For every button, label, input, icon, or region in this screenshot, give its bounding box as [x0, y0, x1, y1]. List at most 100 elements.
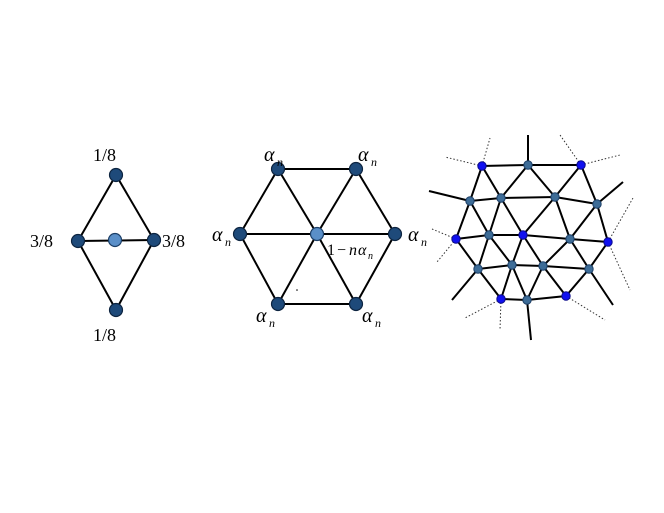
edge-top-right — [115, 174, 155, 241]
svg-text:n: n — [371, 155, 377, 169]
mesh-edge — [511, 234, 524, 266]
vertex-bottom — [108, 302, 124, 318]
spoke-2 — [316, 168, 357, 235]
svg-text:n: n — [421, 235, 427, 249]
tail — [565, 295, 606, 321]
svg-text:α: α — [212, 224, 223, 246]
mesh-edge — [477, 234, 490, 270]
mesh-edge — [527, 164, 556, 198]
tail — [481, 137, 491, 167]
svg-text:α: α — [362, 305, 373, 327]
vertex-right — [146, 232, 162, 248]
spike — [451, 268, 479, 301]
edge-bottom-left — [77, 240, 117, 311]
tail — [464, 298, 502, 319]
alpha-label-top-left: α n — [264, 144, 283, 169]
mesh-vertex-original — [576, 160, 586, 170]
mesh-edge — [477, 264, 513, 270]
svg-text:α: α — [358, 144, 369, 166]
tail — [559, 134, 582, 166]
alpha-label-bottom-right: α n — [362, 305, 381, 330]
mesh-edge — [500, 197, 524, 236]
svg-text:1: 1 — [327, 242, 335, 259]
vertex-left — [70, 233, 86, 249]
alpha-label-top-right: α n — [358, 144, 377, 169]
mesh-edge — [569, 238, 609, 243]
center-vertex — [309, 226, 325, 242]
mesh-edge — [469, 200, 490, 236]
tail — [499, 298, 502, 331]
mesh-vertex-new — [484, 230, 494, 240]
mesh-vertex-new — [523, 160, 533, 170]
mesh-vertex-new — [584, 264, 594, 274]
svg-text:α: α — [264, 144, 275, 166]
mesh-vertex-new — [507, 260, 517, 270]
alpha-label-right: α n — [408, 224, 427, 249]
svg-text:n: n — [375, 316, 381, 330]
spoke-5 — [277, 233, 318, 305]
subdivided-mesh-diagram — [428, 134, 634, 341]
vertex-top — [108, 167, 124, 183]
mesh-edge — [522, 234, 544, 267]
spike — [526, 299, 532, 341]
mesh-vertex-original — [477, 161, 487, 171]
mesh-vertex-original — [451, 234, 461, 244]
tail — [436, 238, 457, 263]
mesh-edge — [554, 164, 582, 198]
svg-text:n: n — [277, 155, 283, 169]
spike — [596, 181, 624, 205]
mesh-edge — [500, 264, 513, 300]
mesh-edge — [500, 164, 529, 199]
weight-top: 1/8 — [93, 145, 116, 165]
svg-text:n: n — [368, 251, 373, 262]
mesh-vertex-original — [496, 294, 506, 304]
mesh-edge — [522, 196, 556, 236]
mesh-vertex-new — [465, 196, 475, 206]
mesh-vertex-new — [473, 264, 483, 274]
mesh-edge — [569, 238, 590, 270]
spoke-1 — [277, 168, 318, 235]
edge-bottom-right — [115, 239, 155, 311]
spoke-4 — [316, 233, 357, 305]
outer-ring — [454, 164, 610, 302]
mesh-edge — [526, 265, 544, 301]
neighbor-vertex-3 — [387, 226, 403, 242]
spike — [588, 268, 614, 306]
tail — [607, 197, 634, 243]
outer-spikes — [428, 135, 624, 341]
mesh-edge — [542, 265, 590, 270]
mesh-edge — [481, 165, 502, 199]
alpha-label-bottom-left: α n — [256, 305, 275, 330]
neighbor-vertex-5 — [270, 296, 286, 312]
svg-text:α: α — [408, 224, 419, 246]
mesh-vertex-new — [592, 199, 602, 209]
mesh-vertex-original — [603, 237, 613, 247]
weight-bottom: 1/8 — [93, 325, 116, 345]
neighbor-vertex-6 — [232, 226, 248, 242]
svg-text:n: n — [225, 235, 231, 249]
mesh-vertex-new — [550, 192, 560, 202]
mesh-vertex-new — [565, 234, 575, 244]
inner-ring — [487, 195, 572, 268]
alpha-label-left: α n — [212, 224, 231, 249]
svg-text:n: n — [269, 316, 275, 330]
weight-left: 3/8 — [30, 231, 53, 251]
tail — [580, 154, 621, 166]
edge-mask-diagram: 1/8 3/8 3/8 1/8 — [30, 145, 185, 345]
tail — [444, 156, 483, 167]
mesh-edges — [454, 164, 610, 302]
mesh-vertex-new — [538, 261, 548, 271]
mesh-edge — [554, 196, 598, 205]
mesh-vertex-original — [561, 291, 571, 301]
svg-text:α: α — [256, 305, 267, 327]
weight-right: 3/8 — [162, 231, 185, 251]
mesh-edge — [469, 197, 502, 202]
svg-text:α: α — [358, 242, 367, 259]
stray-dot — [296, 289, 298, 291]
mesh-edge — [511, 264, 528, 301]
svg-text:n: n — [349, 242, 357, 259]
center-weight-label: 1 − n α n — [327, 242, 373, 262]
vertex-mask-diagram: α n α n α n α n α n α n 1 − n α n — [212, 144, 427, 330]
